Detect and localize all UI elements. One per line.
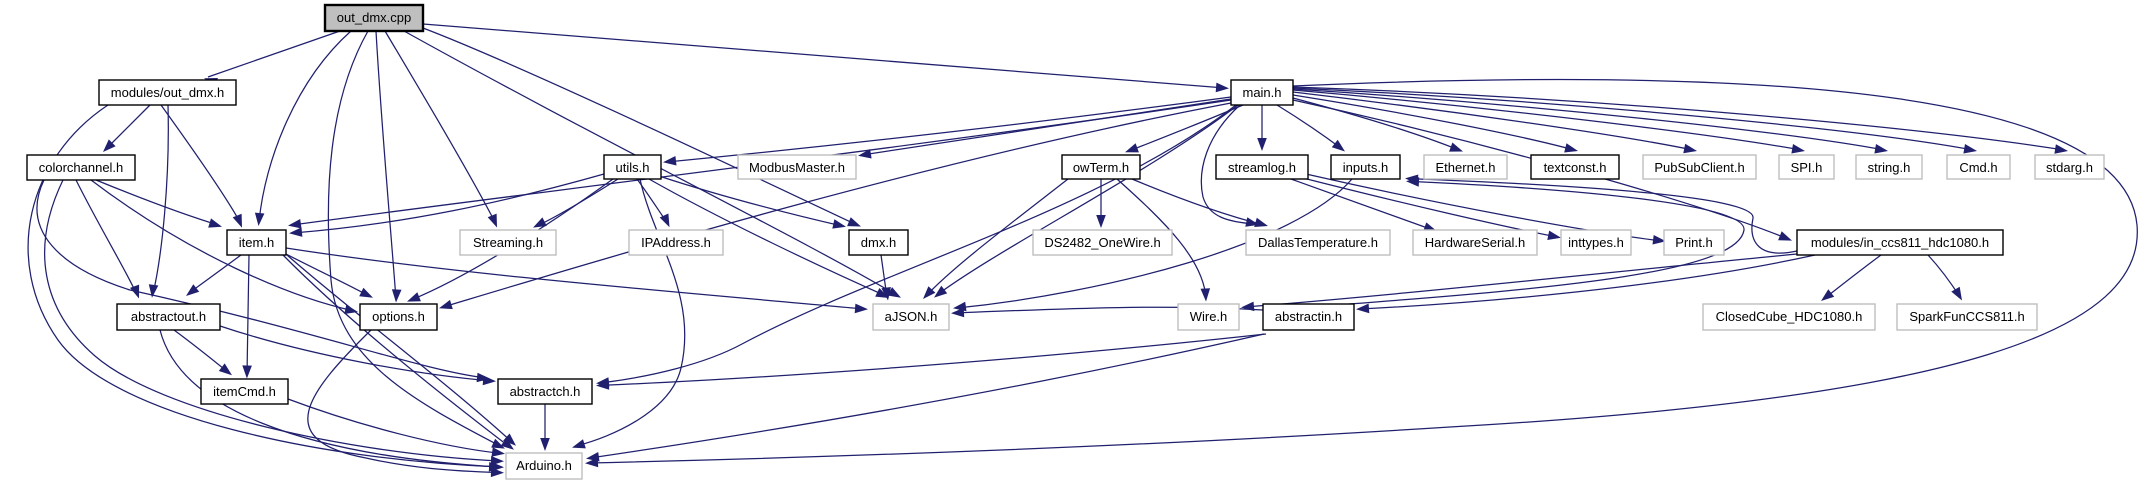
svg-text:Arduino.h: Arduino.h [516, 458, 572, 473]
svg-text:streamlog.h: streamlog.h [1228, 160, 1296, 175]
svg-text:itemCmd.h: itemCmd.h [213, 384, 276, 399]
svg-text:SPI.h: SPI.h [1791, 160, 1823, 175]
svg-text:string.h: string.h [1868, 160, 1911, 175]
svg-text:owTerm.h: owTerm.h [1073, 160, 1129, 175]
svg-text:utils.h: utils.h [616, 160, 650, 175]
svg-text:DS2482_OneWire.h: DS2482_OneWire.h [1044, 235, 1160, 250]
svg-text:main.h: main.h [1242, 85, 1281, 100]
svg-text:Cmd.h: Cmd.h [1959, 160, 1997, 175]
svg-text:abstractin.h: abstractin.h [1275, 309, 1342, 324]
svg-text:ClosedCube_HDC1080.h: ClosedCube_HDC1080.h [1716, 309, 1863, 324]
svg-text:modules/out_dmx.h: modules/out_dmx.h [111, 85, 224, 100]
svg-text:aJSON.h: aJSON.h [885, 309, 938, 324]
svg-text:HardwareSerial.h: HardwareSerial.h [1425, 235, 1525, 250]
svg-text:PubSubClient.h: PubSubClient.h [1654, 160, 1744, 175]
svg-text:item.h: item.h [239, 235, 274, 250]
svg-text:abstractout.h: abstractout.h [131, 309, 206, 324]
svg-text:out_dmx.cpp: out_dmx.cpp [337, 10, 411, 25]
svg-text:Print.h: Print.h [1675, 235, 1713, 250]
svg-text:Ethernet.h: Ethernet.h [1436, 160, 1496, 175]
svg-text:SparkFunCCS811.h: SparkFunCCS811.h [1909, 309, 2024, 324]
svg-text:abstractch.h: abstractch.h [510, 384, 581, 399]
svg-text:inputs.h: inputs.h [1343, 160, 1389, 175]
svg-text:Streaming.h: Streaming.h [473, 235, 543, 250]
svg-text:stdarg.h: stdarg.h [2046, 160, 2093, 175]
svg-text:modules/in_ccs811_hdc1080.h: modules/in_ccs811_hdc1080.h [1811, 235, 1989, 250]
svg-text:options.h: options.h [372, 309, 425, 324]
svg-text:textconst.h: textconst.h [1544, 160, 1607, 175]
svg-text:IPAddress.h: IPAddress.h [641, 235, 711, 250]
svg-text:inttypes.h: inttypes.h [1568, 235, 1624, 250]
svg-text:DallasTemperature.h: DallasTemperature.h [1258, 235, 1378, 250]
svg-text:dmx.h: dmx.h [861, 235, 896, 250]
svg-text:ModbusMaster.h: ModbusMaster.h [749, 160, 845, 175]
svg-text:colorchannel.h: colorchannel.h [39, 160, 124, 175]
svg-text:Wire.h: Wire.h [1190, 309, 1228, 324]
